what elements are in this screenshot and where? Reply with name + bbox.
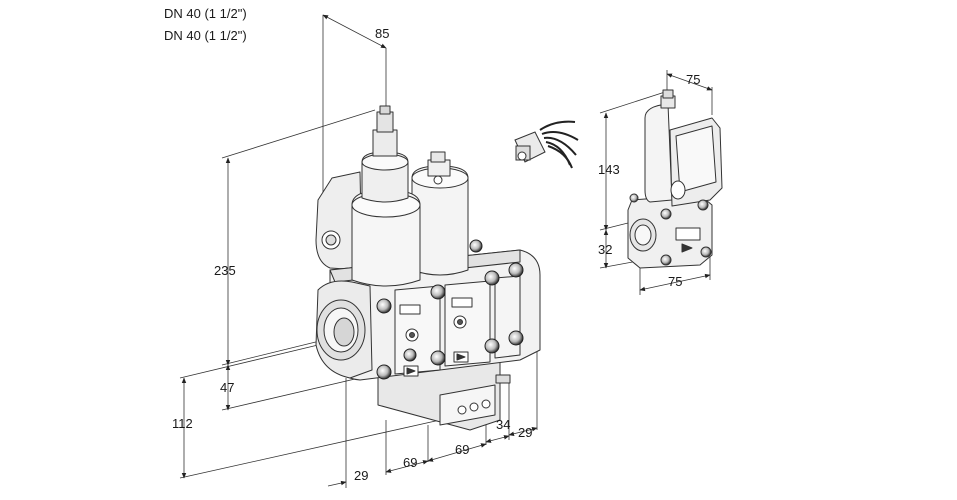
dim-29-right: 29: [518, 425, 532, 440]
dim-32: 32: [598, 242, 612, 257]
dim-side-75-bottom: 75: [668, 274, 682, 289]
dim-side-75-top: 75: [686, 72, 700, 87]
dim-47: 47: [220, 380, 234, 395]
cable-connector-plug: [514, 120, 579, 169]
dim-29-left: 29: [354, 468, 368, 483]
side-view-dimensions: [599, 70, 713, 295]
dim-112: 112: [172, 416, 193, 431]
side-view-valve: [627, 89, 723, 269]
title-line-2: DN 40 (1 1/2"): [164, 28, 247, 43]
title-line-1: DN 40 (1 1/2"): [164, 6, 247, 21]
dim-85: 85: [375, 26, 389, 41]
dimension-labels: 85 235 47 112 29 69 69 34 29 75 143 32 7…: [172, 26, 700, 483]
dim-69-b: 69: [455, 442, 469, 457]
dim-34: 34: [496, 417, 510, 432]
dim-143: 143: [598, 162, 620, 177]
dim-235: 235: [214, 263, 236, 278]
main-valve-assembly: [315, 105, 541, 431]
bolt-heads: [376, 239, 524, 380]
dim-69-a: 69: [403, 455, 417, 470]
